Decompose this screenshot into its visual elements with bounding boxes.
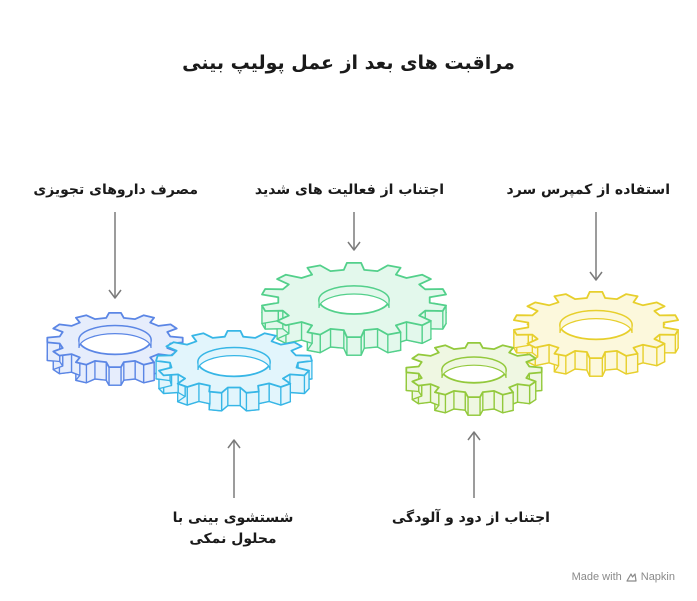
gear-side-face <box>208 390 223 412</box>
arrow-avoid-activity-head <box>347 241 361 251</box>
gear-cold-compress <box>513 290 679 377</box>
gear-side-face <box>482 390 495 411</box>
gear-side-face <box>289 373 306 395</box>
gear-side-face <box>574 350 588 371</box>
arrow-cold-compress-head <box>589 271 603 281</box>
gear-side-face <box>501 391 514 414</box>
gear-side-face <box>467 396 481 416</box>
watermark: Made with Napkin <box>572 571 675 583</box>
gear-side-face <box>387 331 402 354</box>
gear-side-face <box>108 366 122 386</box>
gear-side-face <box>227 386 241 407</box>
label-medication: مصرف داروهای تجویزی <box>33 182 198 198</box>
gear-side-face <box>363 328 379 349</box>
arrow-avoid-smoke-head <box>467 431 481 441</box>
gear-side-face <box>329 328 345 349</box>
gear-side-face <box>94 360 107 381</box>
gear-side-face <box>453 390 466 411</box>
label-saline-wash: شستشوی بینی با محلول نمکی <box>172 510 294 547</box>
label-cold-compress: استفاده از کمپرس سرد <box>506 182 670 198</box>
gear-avoid-activity <box>261 261 447 356</box>
gear-side-face <box>257 382 270 405</box>
arrow-medication-head <box>108 289 122 299</box>
gear-hole-wall <box>197 347 271 371</box>
arrow-saline-wash-head <box>227 439 241 449</box>
gear-side-face <box>516 383 531 405</box>
diagram-title: مراقبت های بعد از عمل پولیپ بینی <box>182 52 515 74</box>
napkin-logo-icon <box>626 572 637 582</box>
gear-hole-wall <box>318 285 390 309</box>
gear-hole-wall <box>559 310 633 334</box>
gear-hole-wall <box>441 356 507 379</box>
gear-side-face <box>245 390 260 412</box>
watermark-prefix: Made with <box>571 571 622 583</box>
gear-side-face <box>198 382 211 405</box>
gear-side-face <box>123 360 136 381</box>
label-avoid-smoke: اجتناب از دود و آلودگی <box>391 510 550 526</box>
gear-side-face <box>604 350 618 371</box>
gear-hole-wall <box>78 325 152 349</box>
gear-side-face <box>142 361 155 384</box>
gear-side-face <box>346 336 362 356</box>
gear-side-face <box>589 357 603 377</box>
label-avoid-activity: اجتناب از فعالیت های شدید <box>254 182 444 198</box>
gear-side-face <box>625 353 639 375</box>
watermark-brand: Napkin <box>640 571 675 583</box>
gear-avoid-smoke <box>405 341 543 416</box>
gear-medication <box>46 311 184 386</box>
gear-saline-wash <box>155 329 313 412</box>
